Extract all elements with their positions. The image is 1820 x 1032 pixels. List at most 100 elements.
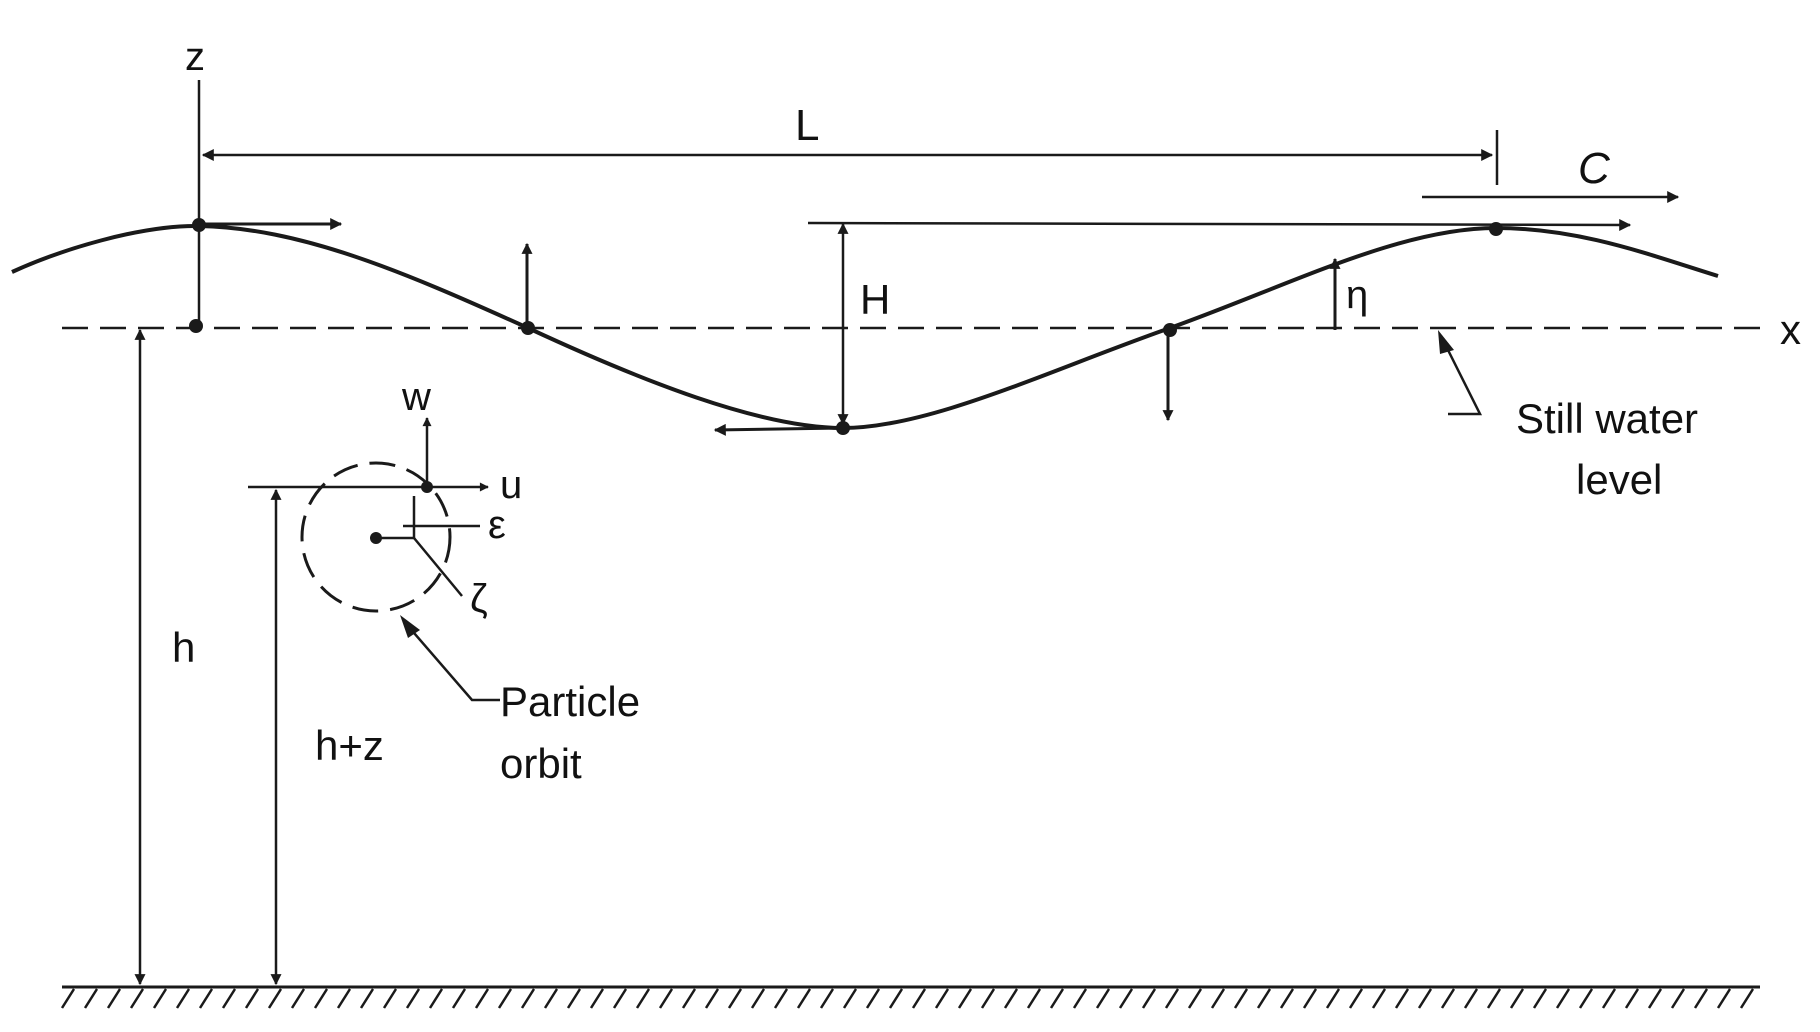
seabed-hatch-mark (497, 988, 513, 1009)
still-water-label-line2: level (1576, 456, 1662, 503)
seabed-hatch-mark (635, 988, 651, 1009)
seabed-hatch-mark (1302, 988, 1318, 1009)
celerity-label: C (1578, 144, 1611, 193)
seabed-hatch-mark (1394, 988, 1410, 1009)
seabed-hatch-mark (1693, 988, 1709, 1009)
seabed-hatch-mark (566, 988, 582, 1009)
seabed-hatch-mark (474, 988, 490, 1009)
seabed-hatch-mark (704, 988, 720, 1009)
seabed-hatch-mark (1210, 988, 1226, 1009)
seabed-hatch-mark (1118, 988, 1134, 1009)
w-label: w (401, 375, 431, 419)
trough-point (836, 421, 850, 435)
seabed-hatch-mark (1647, 988, 1663, 1009)
epsilon-label: ε (488, 503, 506, 547)
seabed-hatch-mark (1417, 988, 1433, 1009)
seabed-hatch-mark (773, 988, 789, 1009)
node-point-right (1163, 323, 1177, 337)
still-water-leader (1441, 339, 1483, 416)
seabed-hatch-mark (681, 988, 697, 1009)
eta-label: η (1346, 273, 1368, 317)
zeta-leader (413, 537, 463, 597)
seabed-hatch-mark (612, 988, 628, 1009)
seabed-hatch-mark (244, 988, 260, 1009)
h-plus-z-label: h+z (315, 722, 384, 769)
particle-orbit-label-line2: orbit (500, 740, 582, 787)
particle-orbit-leader (407, 625, 500, 702)
seabed-hatch-mark (911, 988, 927, 1009)
seabed-hatch-mark (129, 988, 145, 1009)
seabed-hatch-mark (313, 988, 329, 1009)
seabed-hatch-mark (451, 988, 467, 1009)
seabed-hatch-mark (1670, 988, 1686, 1009)
seabed-hatch-mark (1003, 988, 1019, 1009)
depth-label: h (172, 624, 195, 671)
seabed-hatch-mark (1256, 988, 1272, 1009)
seabed-hatch-mark (1601, 988, 1617, 1009)
seabed-hatch-mark (1555, 988, 1571, 1009)
seabed-hatch-mark (1624, 988, 1640, 1009)
seabed-hatch-mark (1509, 988, 1525, 1009)
seabed-hatch-mark (888, 988, 904, 1009)
zeta-label: ζ (470, 577, 488, 621)
seabed-hatch-mark (405, 988, 421, 1009)
seabed-hatch-mark (382, 988, 398, 1009)
seabed-hatch-mark (1233, 988, 1249, 1009)
seabed-hatch-mark (865, 988, 881, 1009)
seabed-hatch-mark (1348, 988, 1364, 1009)
seabed-hatch-mark (1739, 988, 1755, 1009)
displacement-lines (380, 496, 416, 540)
seabed-hatch-mark (543, 988, 559, 1009)
x-axis-label: x (1780, 306, 1801, 353)
seabed-hatch-mark (267, 988, 283, 1009)
crest-reference-line (807, 218, 1632, 231)
seabed-hatch-mark (152, 988, 168, 1009)
seabed-hatch-mark (198, 988, 214, 1009)
node-point-left (521, 321, 535, 335)
seabed-hatch-mark (1049, 988, 1065, 1009)
seabed-hatch-mark (359, 988, 375, 1009)
seabed-hatch-mark (1371, 988, 1387, 1009)
particle-point (421, 481, 433, 493)
seabed-hatch-mark (1486, 988, 1502, 1009)
seabed-hatch-mark (1532, 988, 1548, 1009)
seabed-hatch-mark (589, 988, 605, 1009)
crest-point-right (1489, 222, 1503, 236)
seabed-hatch-mark (175, 988, 191, 1009)
seabed-hatch-mark (1141, 988, 1157, 1009)
z-axis-label: z (185, 35, 205, 79)
orbit-center-point (370, 532, 382, 544)
seabed-hatch-mark (1463, 988, 1479, 1009)
u-label: u (500, 463, 522, 507)
seabed-hatch-mark (1026, 988, 1042, 1009)
seabed-hatch-mark (336, 988, 352, 1009)
seabed-hatch-mark (290, 988, 306, 1009)
seabed-hatch-mark (1095, 988, 1111, 1009)
still-water-leader-head (1438, 330, 1454, 354)
seabed-hatch-mark (934, 988, 950, 1009)
seabed-hatch-mark (957, 988, 973, 1009)
seabed-hatch-mark (83, 988, 99, 1009)
particle-orbit-leader-head (400, 615, 420, 638)
seabed-hatch-mark (1072, 988, 1088, 1009)
seabed-hatch-mark (1279, 988, 1295, 1009)
still-water-label: Still water (1516, 395, 1698, 442)
seabed-hatch-mark (1164, 988, 1180, 1009)
seabed-hatch-mark (658, 988, 674, 1009)
wave-height-label: H (860, 276, 890, 323)
seabed-hatch-mark (1716, 988, 1732, 1009)
seabed-hatch-mark (428, 988, 444, 1009)
seabed-hatch-mark (842, 988, 858, 1009)
seabed-hatch-mark (1325, 988, 1341, 1009)
seabed-hatch-mark (796, 988, 812, 1009)
seabed-hatch-mark (1440, 988, 1456, 1009)
particle-orbit-circle (300, 461, 452, 613)
seabed-hatch-mark (520, 988, 536, 1009)
seabed-hatch-mark (1187, 988, 1203, 1009)
seabed-hatch-mark (819, 988, 835, 1009)
seabed-hatch-mark (980, 988, 996, 1009)
trough-velocity-arrow (713, 423, 844, 436)
seabed-hatching (60, 988, 1755, 1009)
seabed-hatch-mark (60, 988, 76, 1009)
